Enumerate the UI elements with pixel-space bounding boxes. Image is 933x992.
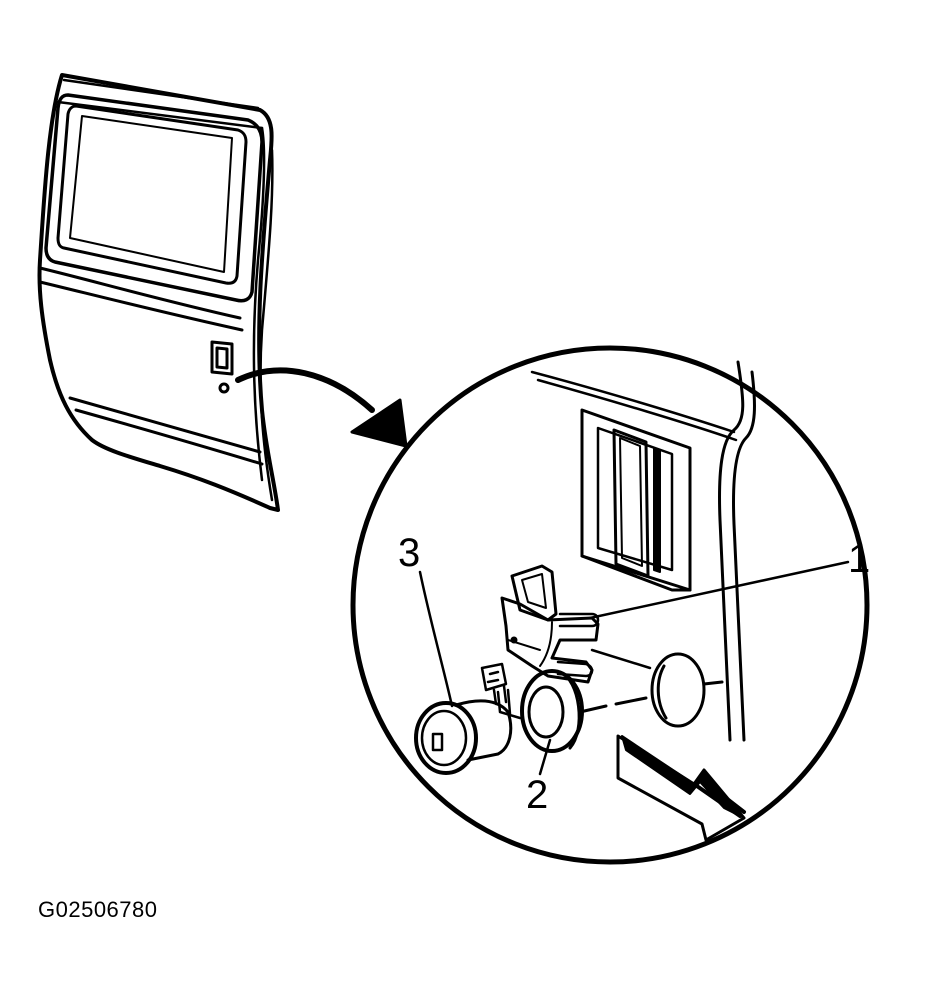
door-rear-edge: [252, 126, 274, 502]
door-handle: [210, 340, 234, 376]
hole-inner-shadow: [656, 664, 668, 720]
gasket-flange: [558, 670, 581, 750]
door-lower-crease: [68, 396, 264, 466]
detail-door-handle: [580, 408, 692, 592]
handle-grip-shadow: [653, 447, 661, 573]
alignment-line-solid: [702, 680, 724, 686]
zoom-arrow-head: [350, 398, 408, 448]
cylinder-face-inner: [420, 709, 468, 767]
direction-arrow-hatch: [692, 776, 746, 818]
lock-cylinder-gasket: [520, 669, 584, 753]
window-seal: [69, 115, 233, 273]
detail-door-edge: [718, 360, 756, 742]
callout-2: 2: [526, 738, 552, 817]
direction-arrow: [616, 734, 746, 842]
clip-rivet: [510, 636, 518, 644]
sliding-door-illustration: [37, 73, 280, 512]
handle-grip: [612, 428, 650, 578]
door-lock-cylinder: [414, 662, 522, 775]
clip-slot-upper: [558, 612, 600, 628]
clip-slot-lower: [556, 660, 594, 678]
direction-arrow-shade: [621, 735, 745, 819]
cylinder-keyway: [431, 732, 444, 752]
detail-view: [350, 345, 870, 865]
hole-outer: [650, 652, 706, 728]
rod-to-clip-line: [590, 648, 652, 670]
callout-2-label: 2: [526, 773, 548, 817]
door-outline: [37, 73, 280, 512]
cylinder-connector: [480, 662, 508, 706]
callout-3-label: 3: [398, 531, 420, 575]
door-beltline: [38, 266, 244, 332]
cylinder-face-outer: [414, 701, 478, 775]
handle-lower-lip: [580, 554, 692, 592]
callout-1: 1: [588, 537, 870, 620]
door-lock-hole: [218, 382, 230, 394]
door-cylinder-hole: [650, 652, 706, 728]
callout-2-leader: [538, 738, 552, 776]
clip-upper-tab-inner: [521, 573, 547, 609]
zoom-arrow-shaft: [235, 367, 375, 413]
alignment-line-dashed: [578, 696, 648, 714]
clip-arm: [507, 621, 553, 667]
gasket-outer: [520, 669, 584, 753]
detail-body-line: [530, 370, 738, 442]
callout-3-leader: [418, 570, 454, 708]
callout-1-label: 1: [848, 537, 870, 581]
callout-3: 3: [398, 531, 454, 708]
zoom-arrow: [235, 367, 408, 448]
cylinder-barrel: [454, 699, 513, 762]
lock-rod-clip: [500, 564, 600, 684]
window-glass: [56, 104, 248, 285]
figure-id: G02506780: [38, 897, 158, 922]
door-top-rail: [56, 78, 264, 130]
detail-circle: [350, 345, 870, 865]
callout-1-leader: [588, 560, 850, 620]
clip-upper-tab: [510, 564, 558, 622]
handle-grip-inner: [619, 437, 643, 567]
gasket-inner: [527, 685, 565, 739]
cylinder-rod: [496, 688, 522, 720]
clip-body: [500, 596, 600, 684]
